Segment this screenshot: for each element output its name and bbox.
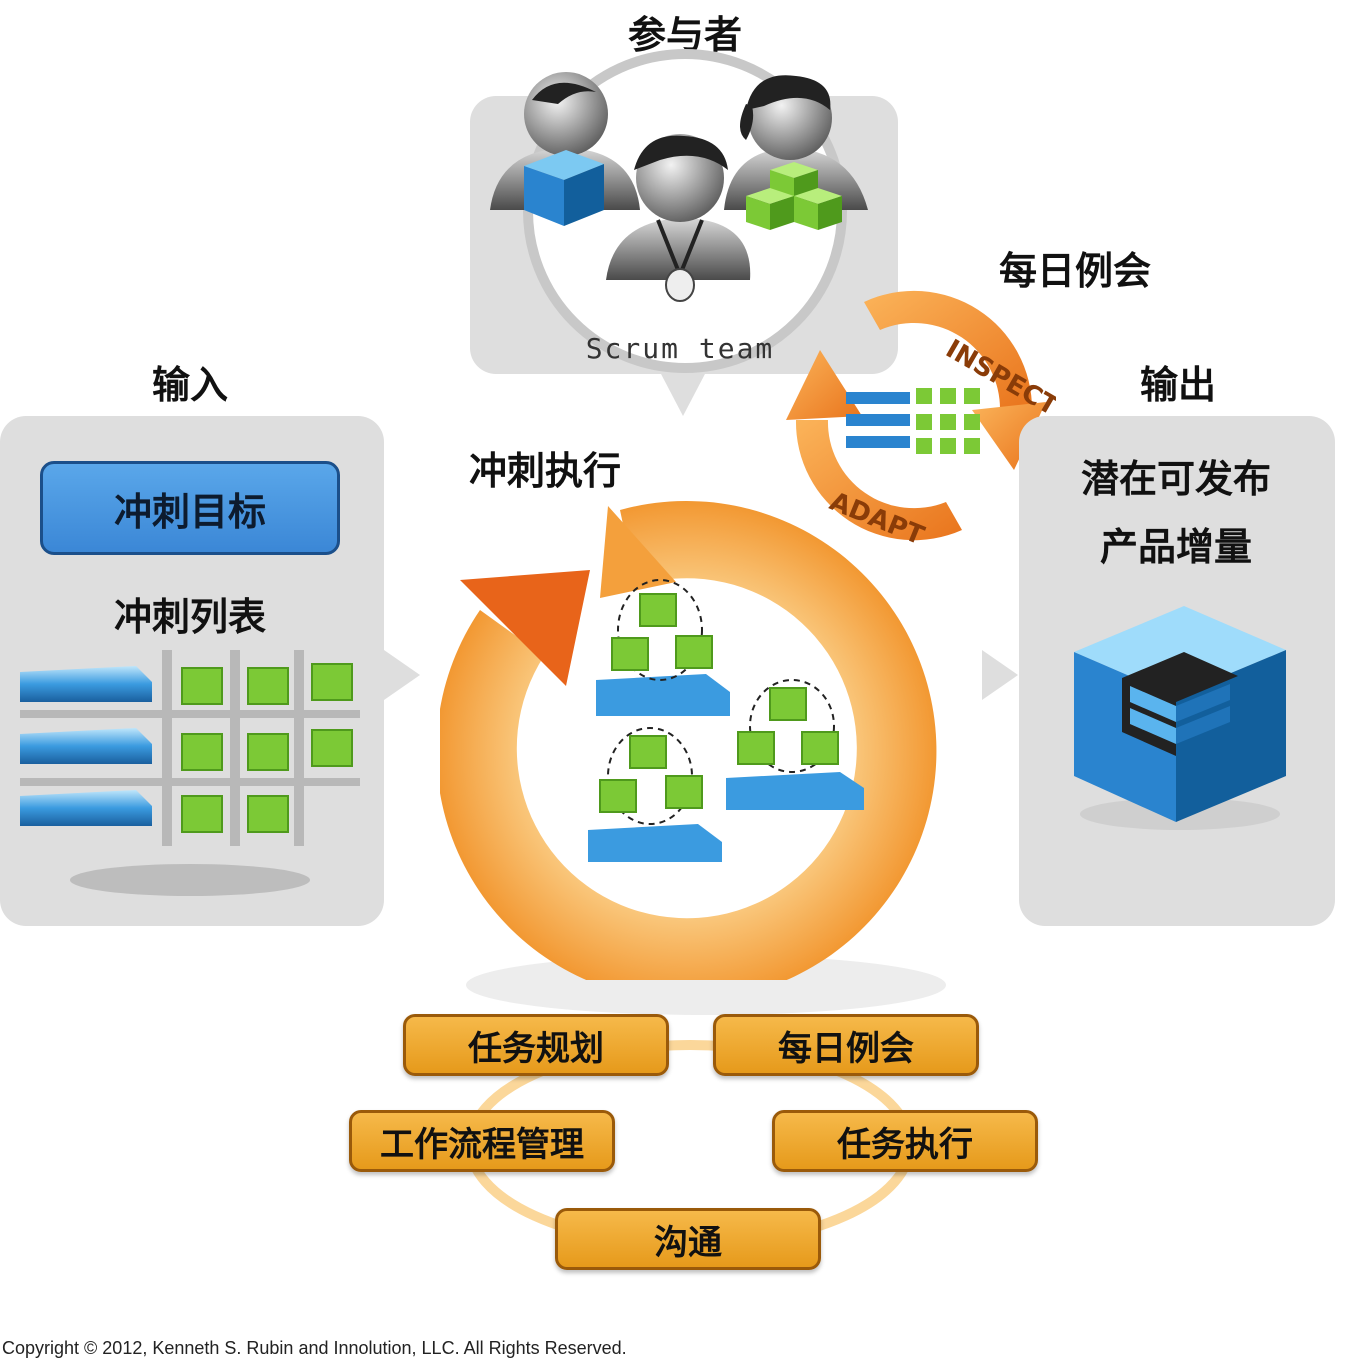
input-shadow [70,864,310,896]
sprint-execution-cycle-icon [440,501,937,980]
input-arrow-icon [384,650,420,700]
mini-board-icon [846,388,980,454]
sprint-execution-title: 冲刺执行 [468,449,621,493]
daily-scrum-box: 每日例会 [713,1014,979,1076]
daily-scrum-title: 每日例会 [998,249,1151,293]
sprint-goal-box: 冲刺目标 [40,461,340,555]
inspect-adapt-cycle: INSPECT ADAPT [786,290,1056,552]
workflow-management-box: 工作流程管理 [349,1110,615,1172]
sprint-backlog-board-icon [20,650,360,846]
task-execution-box: 任务执行 [772,1110,1038,1172]
product-increment-cube-icon [1074,606,1286,830]
copyright-notice: Copyright © 2012, Kenneth S. Rubin and I… [2,1338,627,1358]
output-line1: 潜在可发布 [1080,457,1271,501]
task-planning-box: 任务规划 [403,1014,669,1076]
participants-callout-pointer [660,372,706,416]
output-arrow-icon [982,650,1018,700]
output-line2: 产品增量 [1099,525,1252,569]
sprint-backlog-label: 冲刺列表 [113,595,266,639]
output-title: 输出 [1139,363,1216,407]
scrum-team-label: Scrum team [585,332,775,365]
communication-box: 沟通 [555,1208,821,1270]
input-title: 输入 [151,363,228,407]
scrum-team-people-icon [490,72,868,302]
